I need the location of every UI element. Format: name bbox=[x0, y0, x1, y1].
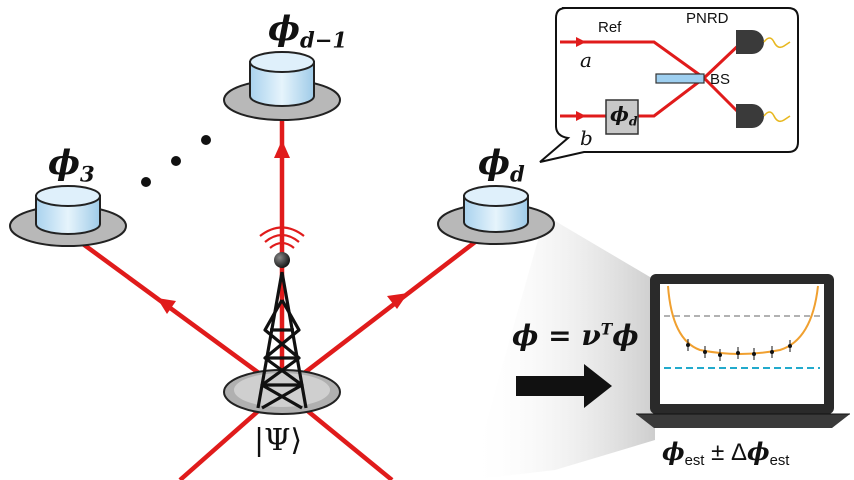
sensor-node-top bbox=[223, 51, 341, 121]
beam-left bbox=[66, 231, 284, 392]
photodetector-icon-2 bbox=[736, 104, 791, 128]
center-state-label: |Ψ⟩ bbox=[254, 423, 303, 458]
equation-label: ϕ = νTϕ bbox=[512, 319, 639, 352]
projection-shadow bbox=[470, 215, 655, 480]
estimate-label: ϕest ± Δϕest bbox=[662, 437, 790, 470]
inset-optics bbox=[560, 30, 791, 135]
laptop-plot bbox=[664, 285, 820, 369]
node-label-top: ϕd−1 bbox=[268, 9, 348, 53]
inset-port-a: a bbox=[580, 48, 592, 72]
node-label-left: ϕ3 bbox=[48, 143, 95, 187]
node-label-right: ϕd bbox=[478, 143, 525, 187]
inset-bs-label: BS bbox=[710, 71, 731, 88]
arrow-a bbox=[576, 37, 586, 47]
beam-right bbox=[280, 224, 498, 392]
inset-pnrd-label: PNRD bbox=[686, 10, 729, 27]
arrow-b bbox=[576, 111, 586, 121]
radio-waves-icon bbox=[259, 226, 305, 249]
arrow-top bbox=[274, 140, 290, 158]
antenna-tip-icon bbox=[274, 252, 290, 268]
laptop-icon bbox=[636, 274, 850, 428]
inset-phase-label: ϕd bbox=[610, 102, 638, 129]
antenna-tower-icon bbox=[256, 271, 308, 410]
result-arrow-icon bbox=[516, 364, 612, 408]
arrow-left bbox=[157, 298, 176, 314]
inset-port-b: b bbox=[580, 126, 593, 150]
photodetector-icon bbox=[736, 30, 791, 54]
ellipsis-dots bbox=[141, 135, 211, 187]
inset-ref-label: Ref bbox=[598, 19, 622, 36]
source-station bbox=[223, 226, 341, 415]
sensor-node-left bbox=[9, 185, 127, 247]
phase-shifter-box bbox=[605, 99, 639, 135]
beam-arrows bbox=[157, 140, 408, 314]
sensor-node-right bbox=[437, 185, 555, 245]
inset-bubble bbox=[539, 7, 799, 163]
arrow-right bbox=[387, 293, 408, 309]
beam-splitter-plate bbox=[655, 73, 705, 84]
